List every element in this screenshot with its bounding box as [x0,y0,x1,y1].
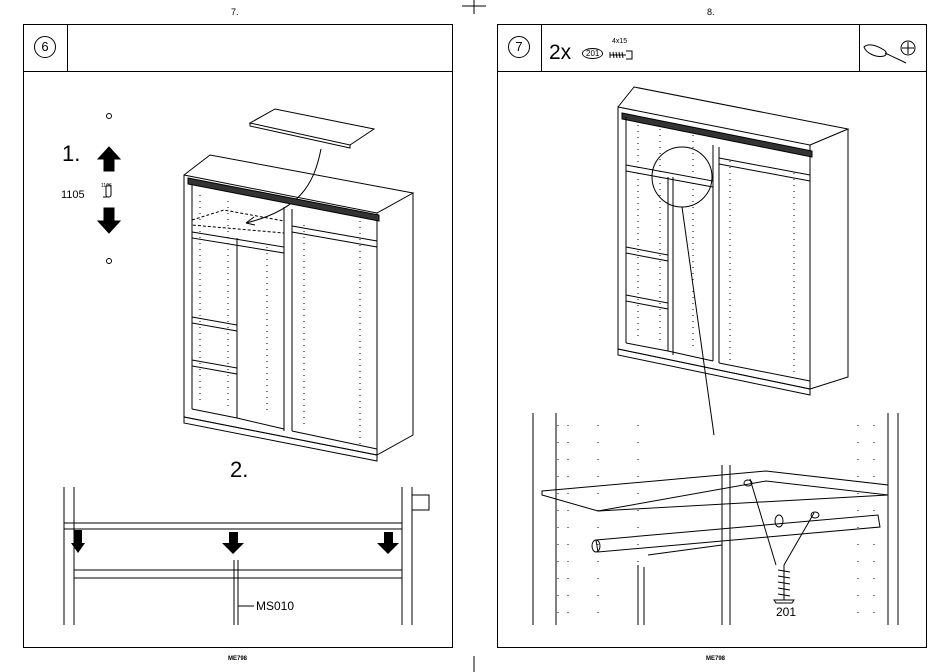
step-6-panel: 6 1. 1105 1106 2. MS010 [23,24,453,648]
page-number-right: 8. [707,7,715,17]
footer-code-right: ME798 [706,656,725,662]
footer-code-left: ME798 [228,656,247,662]
step-7-illustration [498,25,928,649]
step-7-panel: 7 2x 201 4x15 [497,24,927,648]
page-number-left: 7. [231,7,239,17]
step-6-illustration [24,25,454,649]
